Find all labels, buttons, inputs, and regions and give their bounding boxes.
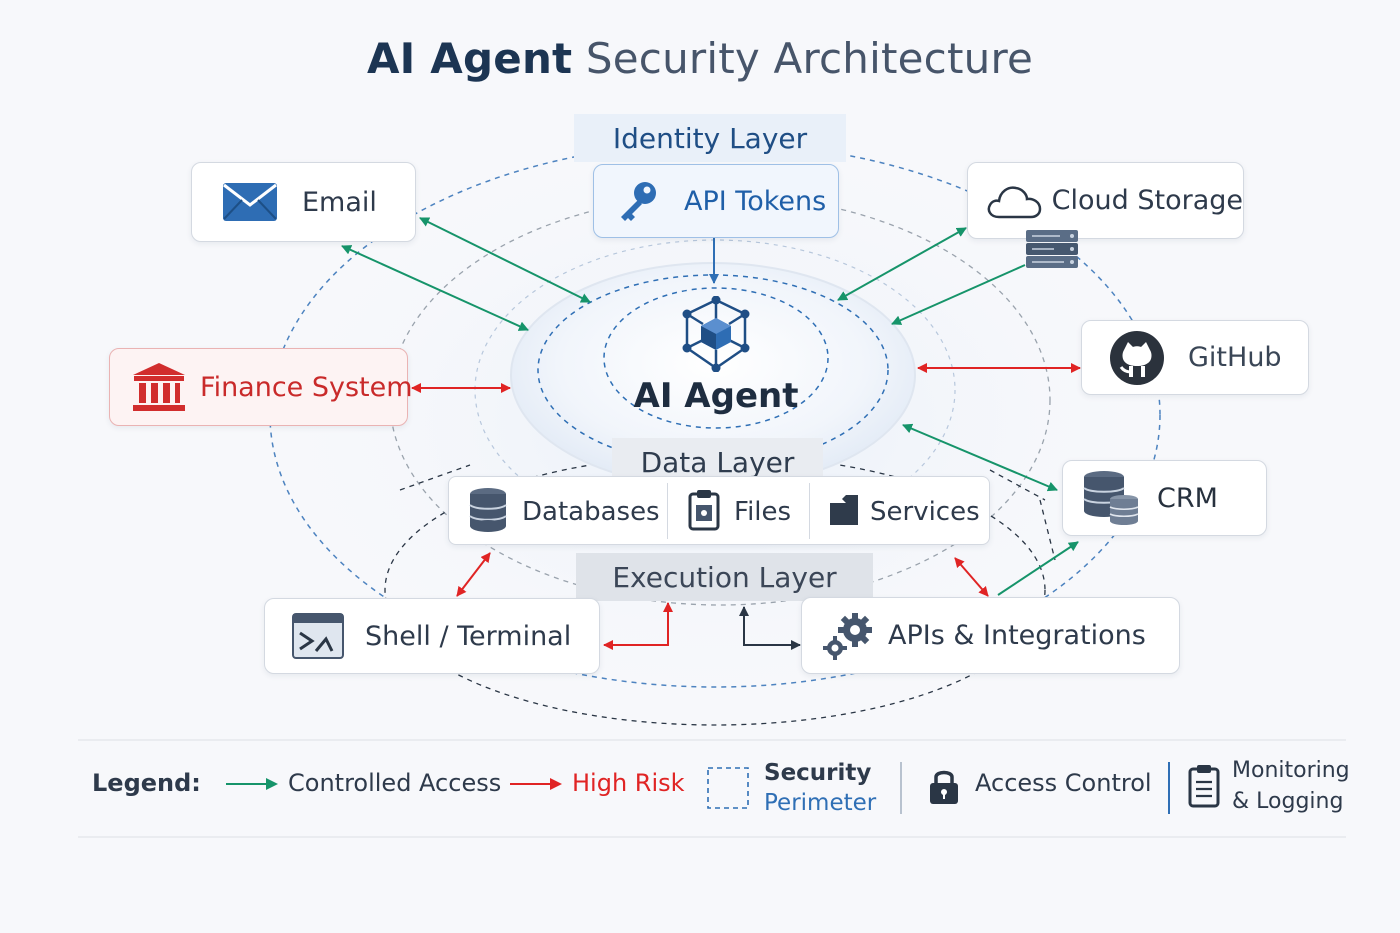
cloud-icon	[984, 181, 1044, 221]
legend-security: Security	[764, 760, 872, 786]
database-icon	[468, 487, 508, 537]
databases-label: Databases	[522, 497, 660, 527]
crm-label: CRM	[1157, 482, 1218, 514]
bank-icon	[130, 361, 188, 413]
shell-terminal-node[interactable]: Shell / Terminal	[264, 598, 600, 674]
apis-integrations-label: APIs & Integrations	[888, 620, 1146, 651]
legend-monitoring: Monitoring	[1232, 758, 1350, 783]
github-icon	[1108, 330, 1166, 386]
services-node[interactable]: Services	[828, 484, 980, 540]
legend-logging: & Logging	[1232, 789, 1344, 814]
legend: Legend: Controlled Access High Risk Secu…	[78, 742, 1350, 836]
email-label: Email	[302, 186, 377, 218]
clipboard-file-icon	[688, 489, 720, 535]
finance-system-node[interactable]: Finance System	[109, 348, 413, 426]
legend-green-arrow-icon	[226, 778, 278, 790]
title-bold: AI Agent	[366, 34, 573, 83]
diagram-title: AI Agent Security Architecture	[0, 34, 1400, 83]
ai-agent-network-icon	[675, 295, 757, 376]
legend-title: Legend:	[92, 769, 201, 797]
envelope-icon	[220, 182, 280, 222]
legend-perimeter-icon	[707, 767, 749, 809]
shell-terminal-label: Shell / Terminal	[365, 620, 572, 652]
gears-icon	[822, 612, 876, 660]
apis-integrations-node[interactable]: APIs & Integrations	[801, 597, 1180, 674]
github-label: GitHub	[1188, 342, 1282, 373]
legend-divider-blue	[1168, 762, 1170, 814]
finance-system-label: Finance System	[200, 371, 413, 403]
identity-layer-label: Identity Layer	[574, 114, 846, 162]
lock-icon	[930, 770, 958, 804]
api-tokens-label: API Tokens	[684, 185, 827, 217]
github-node[interactable]: GitHub	[1081, 320, 1309, 395]
ai-agent-label: AI Agent	[633, 376, 799, 416]
email-node[interactable]: Email	[191, 162, 416, 242]
legend-controlled-access: Controlled Access	[288, 769, 502, 797]
legend-divider	[900, 762, 902, 814]
legend-red-arrow-icon	[510, 778, 562, 790]
legend-perimeter: Perimeter	[764, 790, 877, 816]
terminal-icon	[291, 613, 345, 659]
files-node[interactable]: Files	[688, 484, 791, 540]
api-tokens-node[interactable]: API Tokens	[593, 164, 839, 238]
legend-high-risk: High Risk	[572, 769, 685, 797]
storage-server-icon	[1024, 228, 1080, 274]
databases-node[interactable]: Databases	[468, 484, 660, 540]
key-icon	[612, 177, 662, 225]
clipboard-log-icon	[1188, 765, 1220, 808]
folder-icon	[828, 493, 860, 531]
crm-node[interactable]: CRM	[1062, 460, 1267, 536]
execution-layer-label: Execution Layer	[576, 553, 873, 601]
cloud-storage-label: Cloud Storage	[1051, 185, 1243, 216]
services-label: Services	[870, 497, 980, 527]
files-label: Files	[734, 497, 792, 527]
cloud-storage-node[interactable]: Cloud Storage	[967, 162, 1244, 239]
database-stack-icon	[1081, 469, 1141, 527]
title-light: Security Architecture	[585, 34, 1034, 83]
legend-access-control: Access Control	[975, 769, 1152, 797]
